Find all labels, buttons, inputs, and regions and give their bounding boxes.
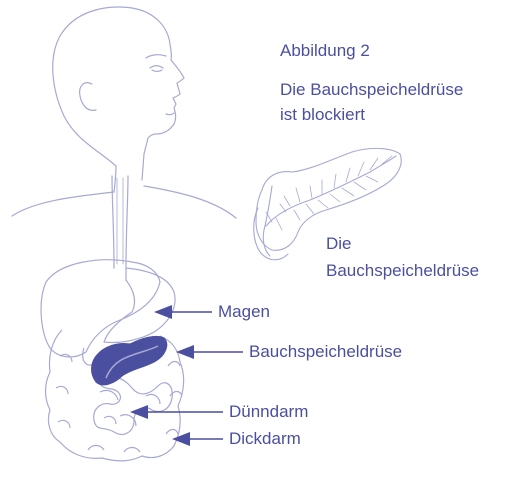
- eye-outline: [150, 66, 163, 72]
- mouth-outline: [166, 113, 174, 115]
- label-bauchspeicheldruese: Bauchspeicheldrüse: [249, 341, 402, 363]
- ear-outline: [80, 83, 96, 111]
- arrow-magen: [154, 305, 212, 319]
- inset-label-line2: Bauchspeicheldrüse: [326, 260, 479, 282]
- label-dickdarm: Dickdarm: [229, 428, 301, 450]
- pancreas-shape: [92, 336, 167, 384]
- label-duenndarm: Dünndarm: [229, 401, 308, 423]
- inset-duct-branches: [266, 156, 392, 230]
- arrow-bauchspeicheldruese: [176, 345, 243, 359]
- arrow-duenndarm: [130, 405, 223, 419]
- label-magen: Magen: [218, 301, 270, 323]
- figure-subtitle-line2: ist blockiert: [280, 104, 365, 126]
- pointer-arrows: [130, 305, 243, 446]
- brow-outline: [146, 55, 166, 58]
- shoulders: [12, 186, 236, 218]
- head-outline: [53, 7, 184, 180]
- figure-subtitle-line1: Die Bauchspeicheldrüse: [280, 79, 463, 101]
- body-outline: [12, 7, 236, 268]
- esophagus-inner: [117, 178, 123, 264]
- inset-label-line1: Die: [326, 233, 352, 255]
- arrow-dickdarm: [172, 432, 223, 446]
- inset-main-duct: [266, 156, 396, 226]
- stomach-outline: [104, 268, 175, 343]
- pancreas-highlight: [92, 336, 167, 384]
- neck-left: [114, 166, 116, 192]
- inset-duodenum: [254, 208, 288, 260]
- figure-title: Abbildung 2: [280, 40, 370, 62]
